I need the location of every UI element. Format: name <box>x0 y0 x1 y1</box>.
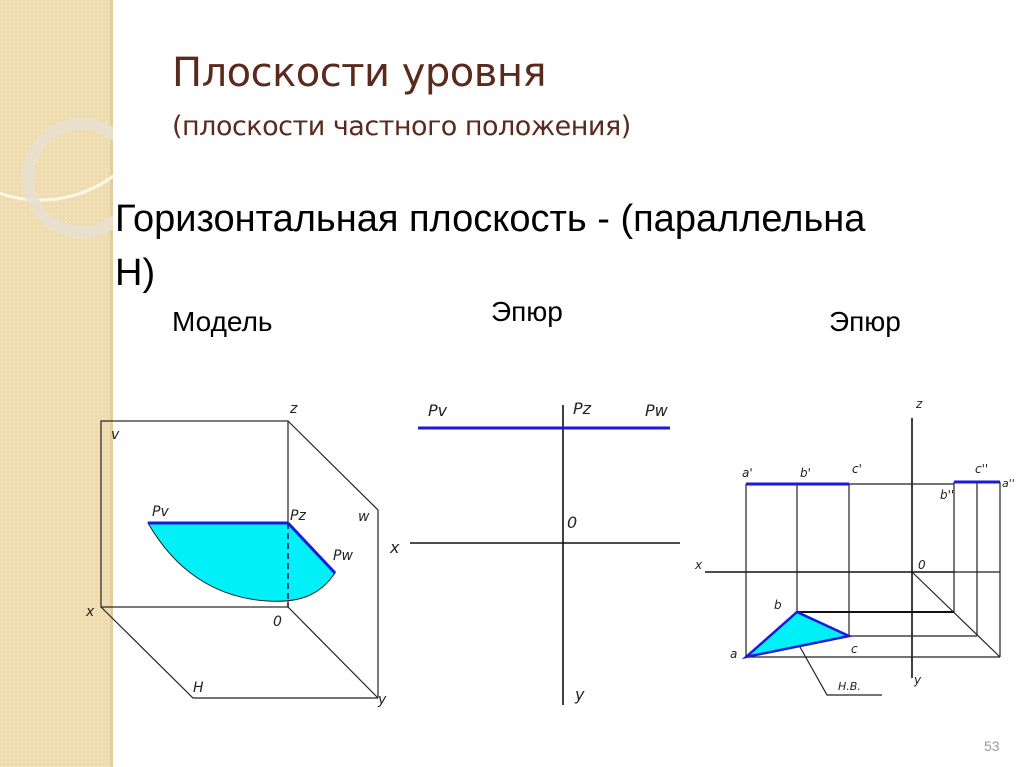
label-o: 0 <box>273 614 282 630</box>
label-y: y <box>913 673 922 687</box>
leader-line <box>799 646 882 696</box>
sidebar-edge <box>110 0 113 767</box>
triangle-true-size <box>741 610 853 660</box>
label-pv: Pv <box>428 401 448 420</box>
slide-subtitle: (плоскости частного положения) <box>172 111 631 142</box>
slide-content-area <box>113 0 1024 767</box>
decorative-rings <box>0 118 113 238</box>
label-b1: b' <box>800 466 811 480</box>
label-c: c <box>851 642 858 656</box>
label-c2: c'' <box>975 462 988 476</box>
heading-line-2: Н) <box>115 252 156 294</box>
caption-epure-1: Эпюр <box>491 296 563 327</box>
constant-line <box>911 571 1001 658</box>
label-x: x <box>389 538 400 557</box>
plane-v <box>100 420 289 608</box>
label-h: H <box>193 680 204 696</box>
decorative-ring <box>0 174 113 202</box>
model-diagram: z v Pv Pz w Pw x 0 H y <box>85 401 387 708</box>
label-x: x <box>694 558 703 572</box>
label-b: b <box>774 598 782 612</box>
label-pw: Pw <box>645 401 669 420</box>
label-pv: Pv <box>152 504 169 520</box>
axis-y <box>287 606 379 699</box>
label-b2: b'' <box>940 488 954 502</box>
label-z: z <box>289 401 298 417</box>
label-true-size: Н.В. <box>838 680 861 693</box>
caption-model: Модель <box>172 306 273 337</box>
label-v: v <box>111 427 120 443</box>
page-number: 53 <box>984 738 1000 754</box>
label-a1: a' <box>742 466 753 480</box>
label-o: 0 <box>567 513 577 532</box>
label-z: z <box>915 397 923 411</box>
heading: Горизонтальная плоскость - (параллельна … <box>115 192 1010 300</box>
label-a2: a'' <box>1002 477 1015 490</box>
caption-epure-2: Эпюр <box>829 306 901 337</box>
slide-title: Плоскости уровня <box>172 50 547 96</box>
label-y: y <box>377 692 387 708</box>
heading-line-1: Горизонтальная плоскость - (параллельна <box>115 198 866 240</box>
epure-1-diagram: Pv Pz Pw x 0 y <box>389 399 680 705</box>
epure-2-diagram: z a' b' c' c'' a'' b'' x 0 a b c y Н.В. <box>694 397 1015 696</box>
plane-h-edge <box>100 606 378 699</box>
label-w: w <box>358 509 370 525</box>
label-pw: Pw <box>333 548 353 564</box>
horizontal-plane <box>147 522 336 602</box>
label-y: y <box>574 685 585 704</box>
plane-w-edge <box>287 420 379 698</box>
trace-pw <box>286 521 337 575</box>
label-pz: Pz <box>290 508 306 524</box>
label-x: x <box>85 604 95 620</box>
label-a: a <box>730 647 737 661</box>
decorative-ring <box>22 118 113 238</box>
label-c1: c' <box>852 462 862 476</box>
label-pz: Pz <box>573 399 592 418</box>
label-o: 0 <box>918 558 926 572</box>
